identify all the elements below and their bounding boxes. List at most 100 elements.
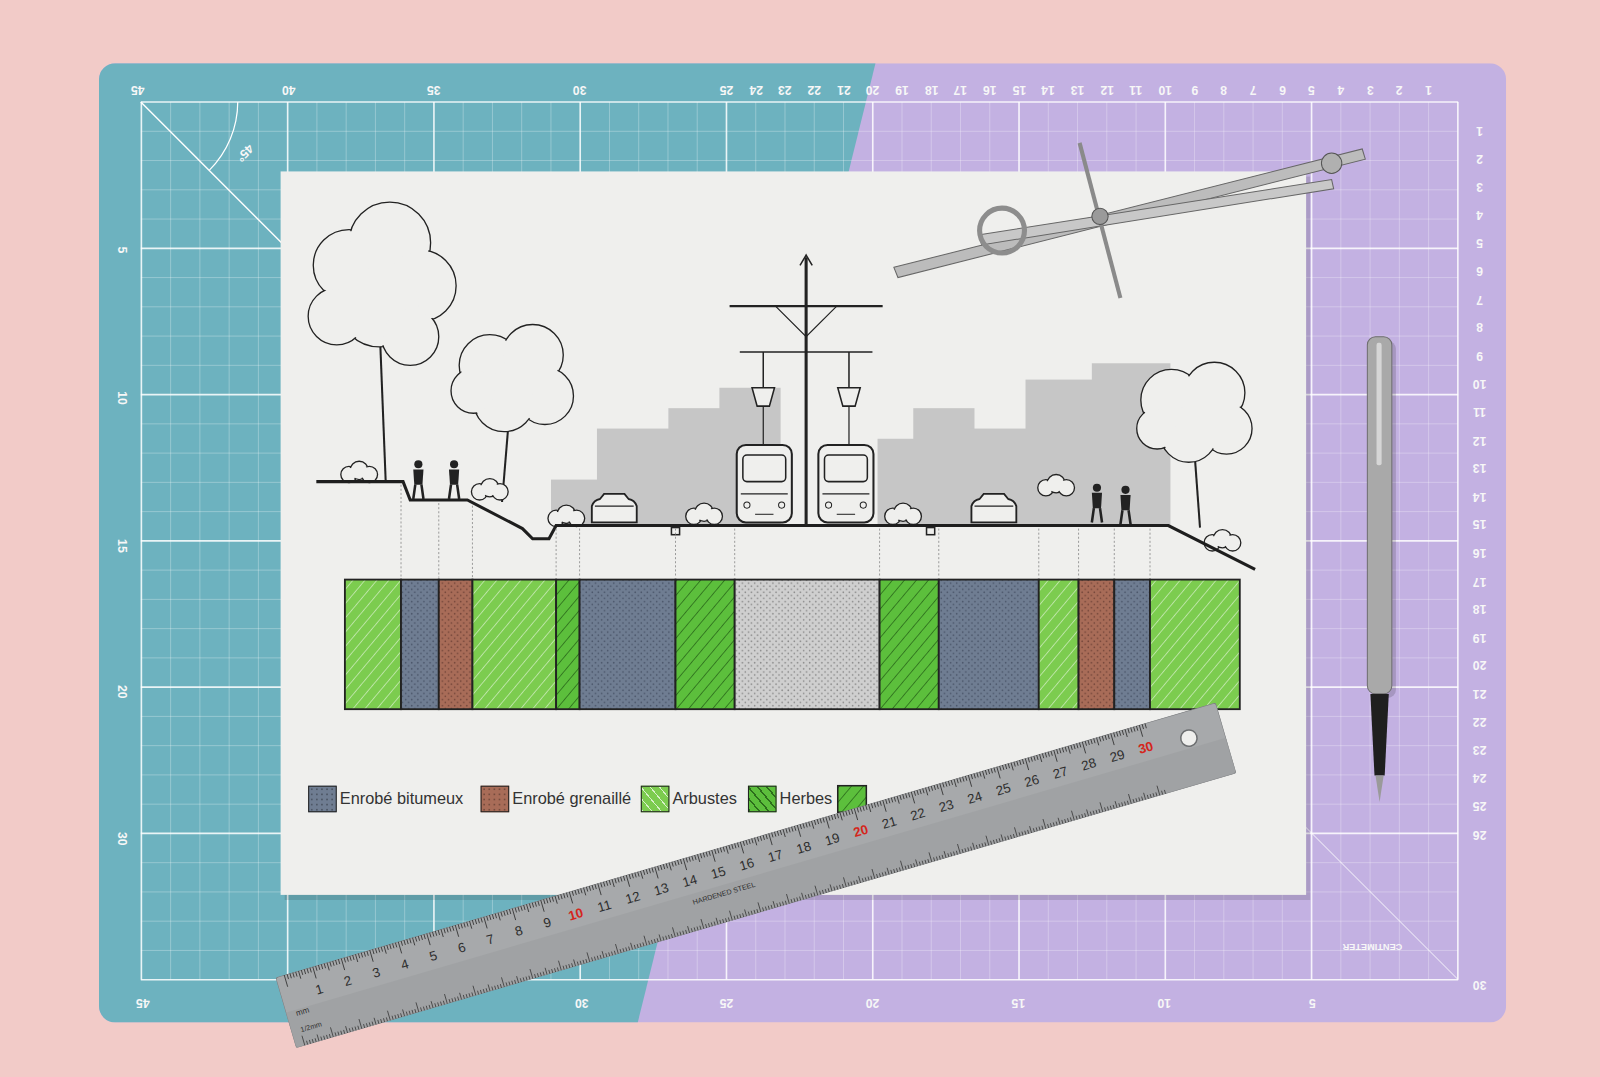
legend-swatch: [748, 786, 777, 813]
tick: [769, 833, 772, 845]
tick: [1156, 792, 1157, 796]
tick: [518, 907, 519, 912]
tick: [701, 919, 704, 929]
tick: [350, 956, 351, 961]
bush: [1038, 474, 1075, 495]
tick: [669, 935, 670, 939]
tick: [773, 901, 775, 908]
head: [450, 460, 458, 468]
tick: [675, 861, 676, 866]
tick: [600, 955, 601, 959]
tick: [524, 905, 525, 910]
tick: [575, 890, 576, 895]
grid-line: [141, 921, 1458, 922]
tick: [432, 932, 433, 937]
lamp-arm: [848, 352, 850, 388]
tick: [726, 918, 727, 922]
surface-segment: [676, 580, 735, 710]
tick: [800, 824, 801, 829]
guide-line: [1038, 529, 1039, 578]
tick: [1113, 805, 1114, 809]
tick: [732, 844, 733, 849]
grid-line: [141, 131, 1458, 132]
tick: [549, 970, 550, 974]
tick: [695, 855, 696, 860]
pedestrian: [1120, 486, 1130, 525]
tick: [458, 997, 459, 1001]
scale-number: 4: [1337, 84, 1344, 96]
tick: [501, 912, 502, 917]
tick: [1039, 754, 1041, 762]
legs: [413, 485, 423, 499]
ruler-number: 20: [852, 822, 870, 839]
tick: [706, 852, 707, 857]
tick: [671, 934, 672, 938]
tick: [609, 880, 610, 885]
tick: [689, 857, 690, 862]
tick: [669, 862, 671, 870]
tick: [737, 842, 738, 847]
tick: [412, 1010, 413, 1014]
tick: [919, 862, 920, 866]
scale-number: 40: [282, 84, 296, 96]
guide-line: [734, 529, 735, 578]
tick: [1031, 757, 1032, 762]
tick: [1085, 813, 1086, 817]
surface-segment: [1039, 580, 1079, 710]
foliage-fill: [1226, 536, 1239, 549]
legend-text: Arbustes: [672, 790, 736, 808]
tick: [988, 769, 989, 774]
tick: [1002, 765, 1003, 770]
tick: [566, 965, 567, 969]
tick: [472, 992, 473, 996]
tick: [569, 892, 572, 904]
tick: [307, 1041, 308, 1045]
tick: [931, 786, 932, 791]
surface-segment: [735, 580, 880, 710]
guide-line: [438, 503, 439, 577]
tick: [783, 829, 785, 837]
surface-segment: [1114, 580, 1150, 710]
tick: [492, 987, 493, 991]
tick: [840, 885, 841, 889]
guide-line: [472, 506, 473, 578]
tram: [818, 445, 873, 523]
tick: [905, 866, 906, 870]
tick: [994, 767, 995, 772]
scale-number: 14: [1042, 84, 1056, 96]
tick: [618, 877, 619, 882]
tick: [820, 818, 821, 823]
ruler-hole: [1179, 728, 1199, 748]
tick: [395, 1015, 396, 1019]
tick: [583, 960, 584, 964]
tick: [307, 968, 308, 973]
tick: [1056, 822, 1057, 826]
tick: [530, 969, 533, 979]
tick: [854, 808, 857, 820]
ruler-number: 30: [1137, 739, 1155, 756]
tick: [489, 915, 490, 920]
tick: [621, 877, 622, 882]
tick: [848, 882, 849, 886]
tick: [1131, 727, 1132, 732]
scale-number: 3: [1367, 84, 1374, 96]
tick: [811, 893, 812, 897]
tick: [1108, 734, 1109, 739]
tick: [976, 845, 977, 849]
scale-number: 10: [116, 391, 128, 405]
tick: [566, 892, 567, 897]
foliage-fill: [452, 370, 494, 412]
tick: [1025, 831, 1026, 835]
tick: [423, 1007, 424, 1011]
tick: [783, 902, 784, 906]
pen-tip: [1376, 776, 1384, 803]
tick: [430, 932, 431, 937]
tick: [837, 813, 838, 818]
tick: [940, 783, 943, 795]
scale-number: 13: [1473, 462, 1487, 474]
tick: [943, 782, 944, 787]
tick: [785, 901, 786, 905]
tick: [993, 840, 994, 844]
tick: [948, 853, 949, 857]
